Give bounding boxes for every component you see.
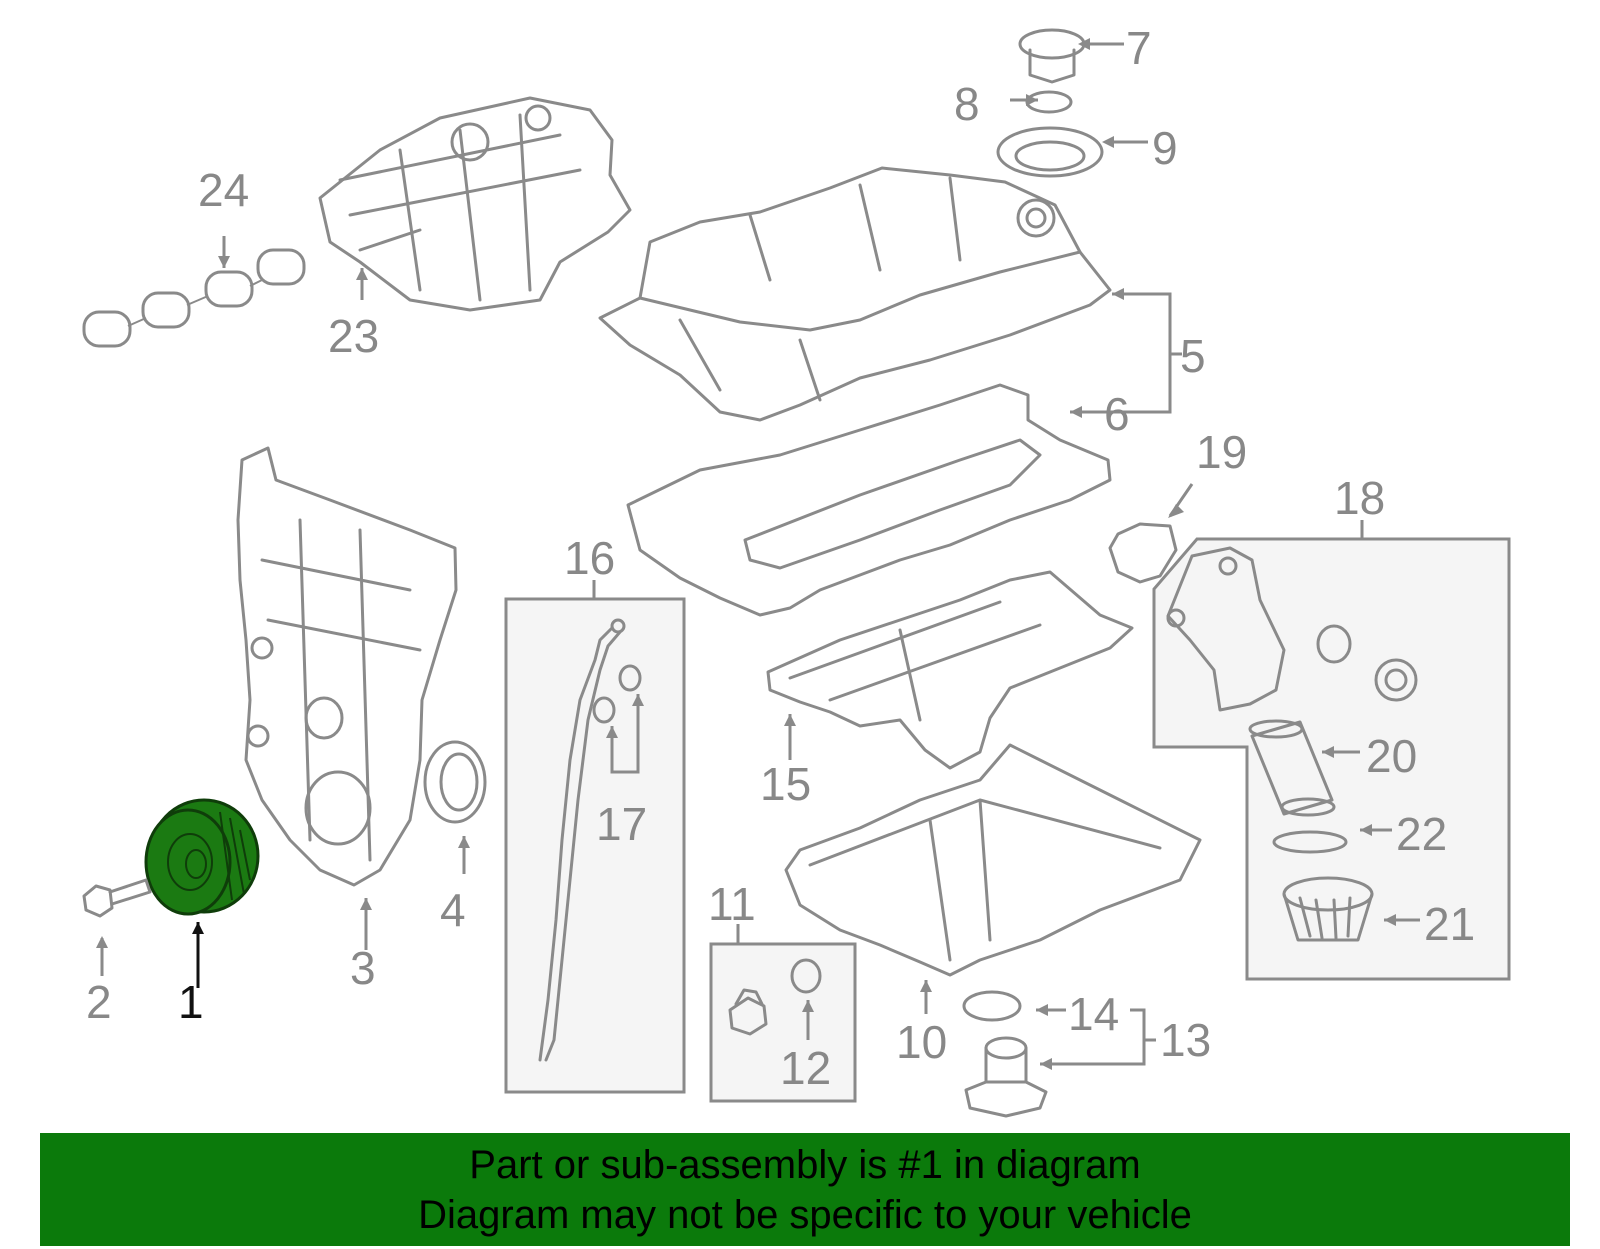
callout-23[interactable]: 23 [328, 310, 379, 362]
callout-13[interactable]: 13 [1160, 1014, 1211, 1066]
callout-14[interactable]: 14 [1068, 988, 1119, 1040]
callout-8[interactable]: 8 [954, 78, 980, 130]
valve-cover-gasket[interactable] [626, 383, 1112, 617]
group-box-11 [709, 942, 857, 1103]
lower-oil-pan[interactable] [784, 743, 1202, 977]
callout-15[interactable]: 15 [760, 758, 811, 810]
oil-filter-element[interactable] [1248, 719, 1336, 817]
callout-17[interactable]: 17 [596, 798, 647, 850]
intake-manifold[interactable] [318, 96, 632, 312]
oil-filter-housing[interactable] [1166, 546, 1418, 712]
dipstick-tube-seal-a[interactable] [592, 696, 616, 724]
callout-11[interactable]: 11 [708, 878, 756, 930]
callout-4[interactable]: 4 [440, 884, 466, 936]
callout-10[interactable]: 10 [896, 1016, 947, 1068]
callout-2[interactable]: 2 [86, 976, 112, 1028]
callout-3[interactable]: 3 [350, 942, 376, 994]
banner-line-1: Part or sub-assembly is #1 in diagram [469, 1142, 1141, 1187]
callout-5[interactable]: 5 [1180, 330, 1206, 382]
upper-oil-pan[interactable] [766, 570, 1134, 770]
oil-filter-adapter-gasket[interactable] [1108, 522, 1178, 584]
callout-19[interactable]: 19 [1196, 426, 1247, 478]
callout-24[interactable]: 24 [198, 164, 249, 216]
oil-filter-cap-o-ring[interactable] [1272, 830, 1348, 854]
callout-9[interactable]: 9 [1152, 122, 1178, 174]
oil-filler-cap[interactable] [1018, 28, 1086, 84]
callout-12[interactable]: 12 [780, 1042, 831, 1094]
dipstick-tube-seal-b[interactable] [618, 664, 642, 692]
oil-level-sensor[interactable] [964, 1036, 1048, 1118]
callout-18[interactable]: 18 [1334, 472, 1385, 524]
drain-plug-washer[interactable] [790, 958, 822, 994]
oil-filler-baffle[interactable] [996, 126, 1104, 178]
callout-22[interactable]: 22 [1396, 808, 1447, 860]
group-box-16 [504, 597, 686, 1094]
timing-cover[interactable] [236, 446, 458, 887]
callout-6[interactable]: 6 [1104, 388, 1130, 440]
valve-cover[interactable] [598, 166, 1112, 422]
intake-manifold-gasket[interactable] [82, 248, 306, 348]
callout-16[interactable]: 16 [564, 532, 615, 584]
callout-21[interactable]: 21 [1424, 898, 1475, 950]
leader-lines [96, 38, 1420, 1070]
crankshaft-pulley-bolt[interactable] [82, 878, 152, 918]
oil-filter-cap[interactable] [1282, 876, 1374, 942]
callout-20[interactable]: 20 [1366, 730, 1417, 782]
banner-line-2: Diagram may not be specific to your vehi… [418, 1192, 1192, 1237]
oil-level-sensor-seal[interactable] [962, 990, 1022, 1022]
group-box-18 [1152, 537, 1511, 981]
callout-7[interactable]: 7 [1126, 22, 1152, 74]
info-banner: Part or sub-assembly is #1 in diagram Di… [40, 1133, 1570, 1246]
crankshaft-pulley[interactable] [144, 798, 260, 916]
callout-1[interactable]: 1 [178, 976, 204, 1028]
oil-level-dipstick[interactable] [538, 618, 626, 1062]
crankshaft-front-seal[interactable] [423, 740, 487, 824]
oil-drain-plug[interactable] [728, 988, 768, 1036]
